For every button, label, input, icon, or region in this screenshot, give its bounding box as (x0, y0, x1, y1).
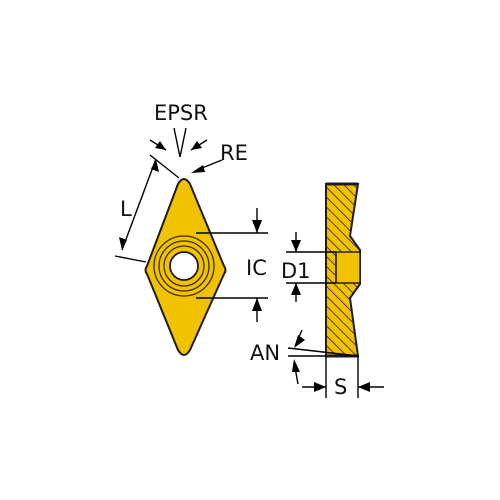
label-l: L (120, 197, 132, 221)
label-s: S (334, 375, 347, 399)
label-re: RE (220, 141, 248, 165)
dimension-re: RE (191, 141, 248, 173)
hole-section (335, 251, 361, 284)
dimension-ic: IC (196, 208, 268, 322)
insert-side-view (325, 182, 361, 358)
dimension-an: AN (250, 329, 359, 385)
insert-top-view (144, 178, 227, 356)
dimension-s: S (302, 356, 384, 399)
chipbreaker-ring-outer (153, 235, 215, 297)
dimension-epsr: EPSR (149, 101, 208, 158)
label-d1: D1 (281, 259, 311, 283)
clamping-hole (169, 251, 199, 281)
chipbreaker-ring-inner (163, 245, 205, 287)
label-an: AN (250, 341, 280, 365)
dimension-l: L (114, 154, 180, 263)
chipbreaker-ring-mid (158, 240, 210, 292)
label-ic: IC (246, 256, 267, 280)
dimension-d1: D1 (281, 232, 336, 302)
label-epsr: EPSR (154, 101, 208, 125)
